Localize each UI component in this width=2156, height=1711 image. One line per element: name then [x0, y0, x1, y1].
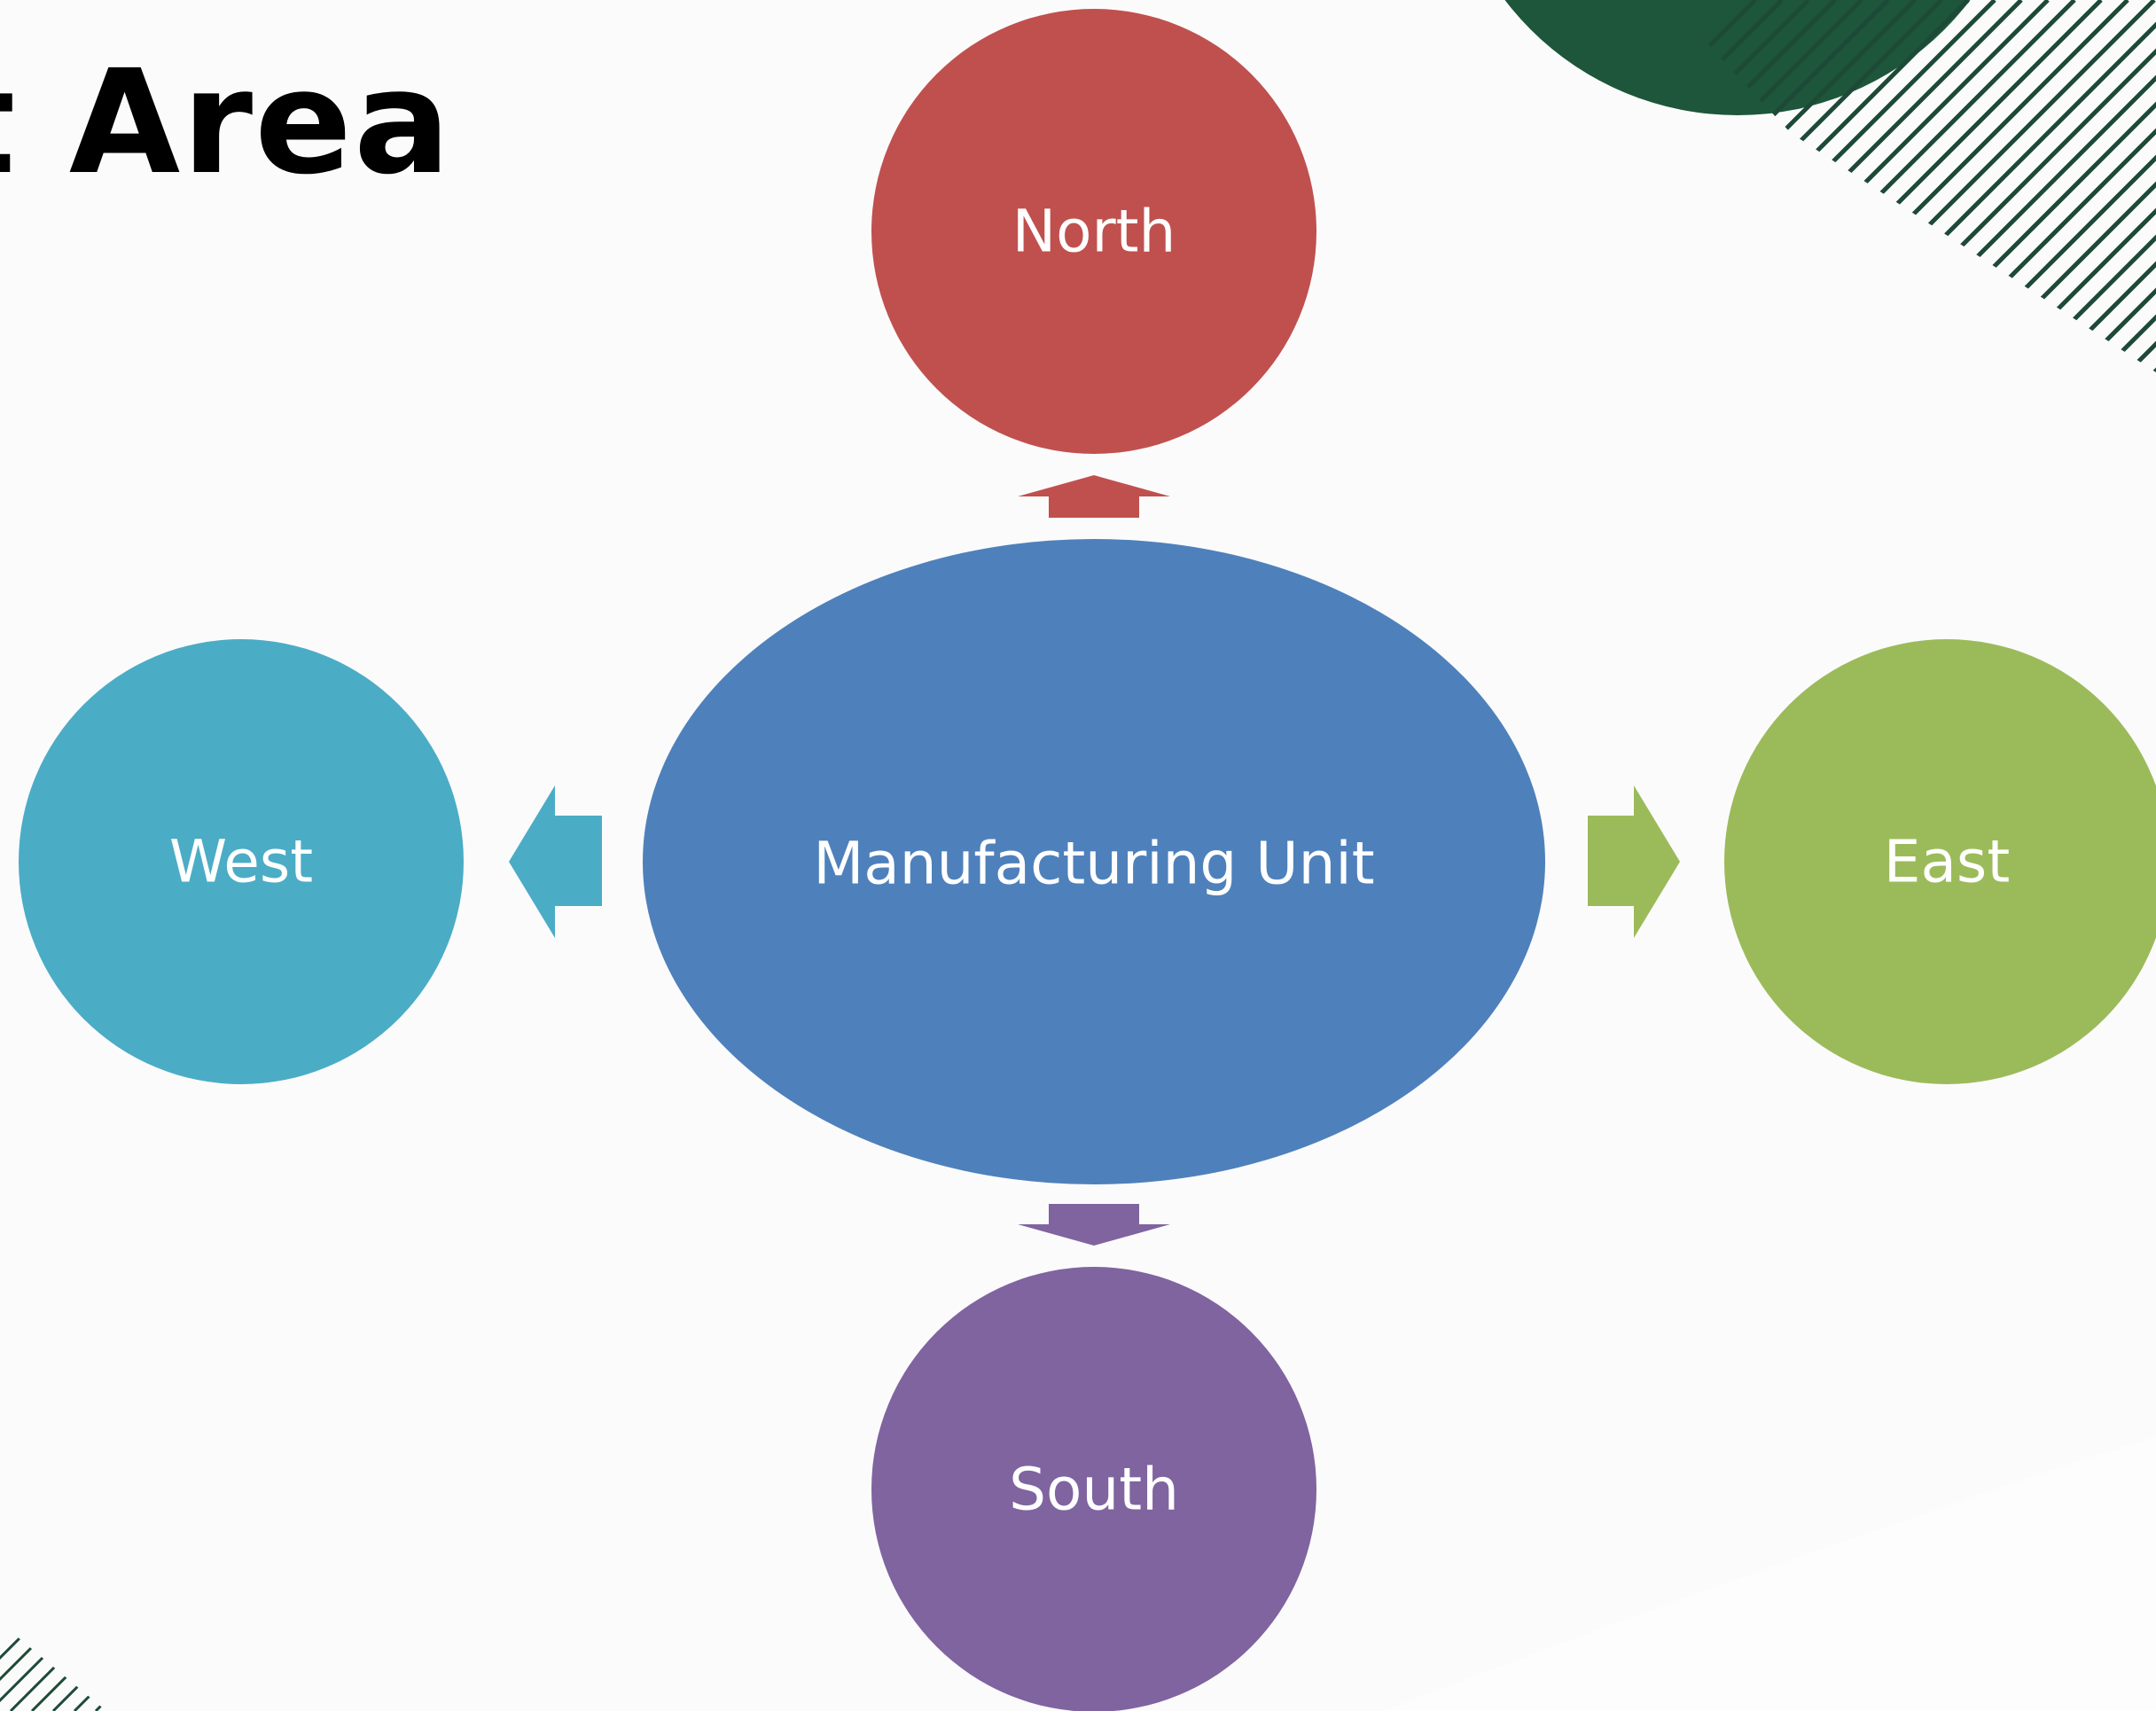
decor-stripe	[1798, 0, 2156, 372]
decor-stripe	[0, 1622, 106, 1711]
decor-stripe	[2144, 0, 2156, 372]
decor-stripe	[1824, 0, 2156, 372]
node-east-shape	[1724, 639, 2156, 1084]
decor-stripe	[9, 1622, 106, 1711]
slide-title: t Area	[0, 40, 453, 207]
decor-stripe	[1667, 0, 1890, 372]
decor-stripe	[1667, 0, 1970, 372]
node-east-label: East	[1883, 827, 2011, 896]
decor-stripe	[1771, 0, 2156, 372]
decor-stripes-bottom-left	[0, 1534, 316, 1711]
node-south-shape	[871, 1267, 1316, 1711]
node-north-shape	[871, 9, 1316, 454]
decor-stripe	[73, 1622, 106, 1711]
center-node-label: Manufacturing Unit	[813, 829, 1375, 898]
decor-stripe	[1904, 0, 2156, 372]
decor-stripe	[0, 1622, 106, 1711]
arrow-to-west	[509, 785, 602, 938]
decor-swoosh	[1383, 1436, 2156, 1711]
node-north-label: North	[1012, 197, 1176, 266]
decor-stripe	[0, 1622, 106, 1711]
node-south-label: South	[1009, 1455, 1179, 1524]
decor-stripe	[2090, 0, 2156, 372]
arrow-to-south	[1018, 1204, 1170, 1246]
decor-stripe	[117, 1534, 294, 1711]
decor-stripe	[51, 1622, 106, 1711]
decor-stripe	[94, 1622, 106, 1711]
node-west-label: West	[168, 827, 314, 896]
decor-stripe	[1984, 0, 2156, 372]
center-node-shape	[643, 539, 1545, 1184]
decor-stripe	[1667, 0, 1943, 372]
decor-stripe	[1667, 0, 1917, 372]
arrow-to-east	[1588, 785, 1680, 938]
decor-stripe	[1931, 0, 2156, 372]
decor-stripe	[30, 1622, 106, 1711]
node-west-shape	[19, 639, 464, 1084]
decor-stripe	[138, 1534, 316, 1711]
decor-stripe	[1667, 0, 1863, 372]
arrow-to-north	[1018, 475, 1170, 518]
decor-stripe	[1957, 0, 2156, 372]
